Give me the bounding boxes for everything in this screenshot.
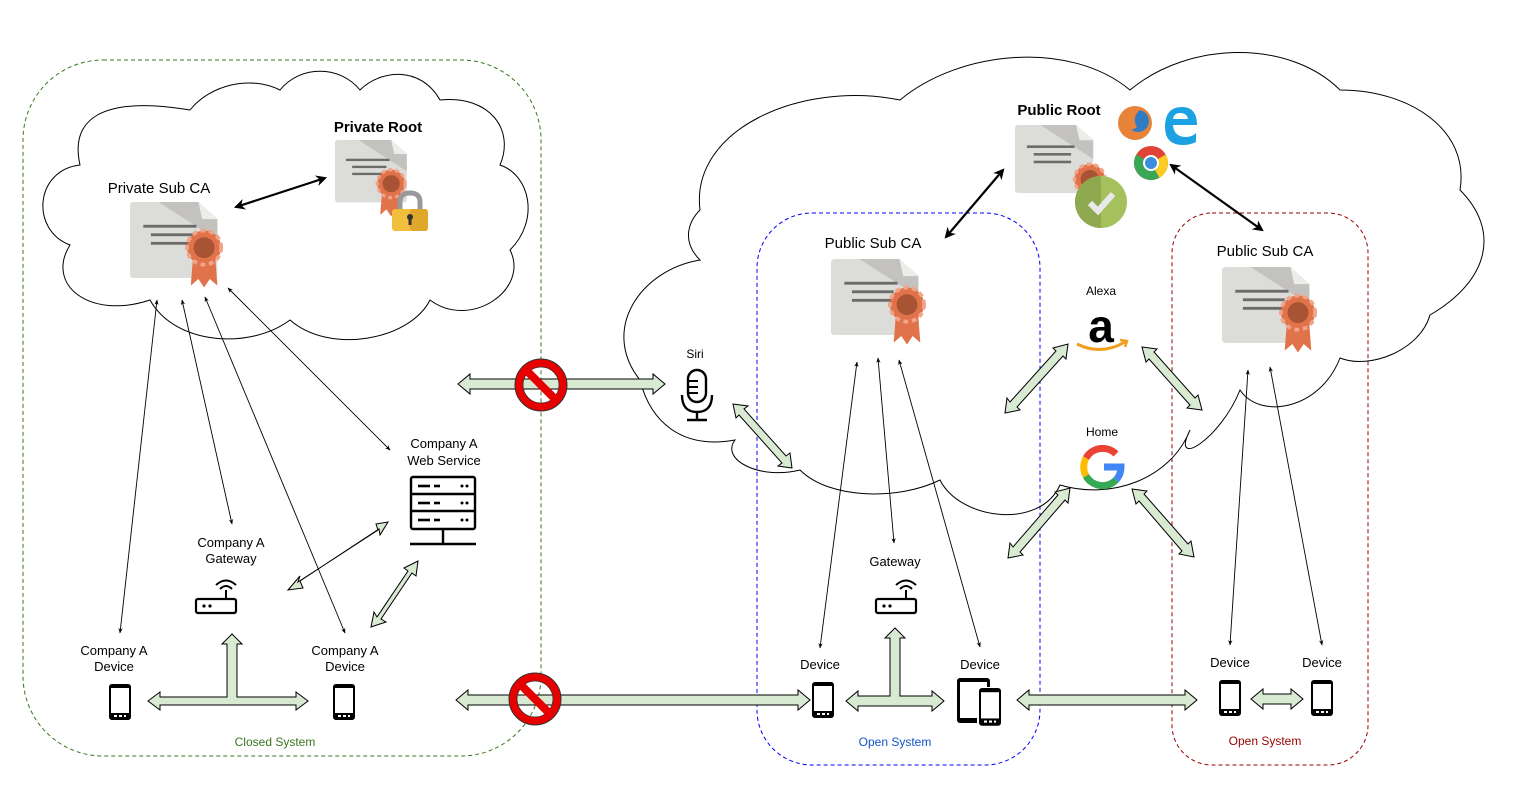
blocked-cloud-link-icon [515,359,567,411]
siri-label: Siri [686,347,703,361]
public-root-label: Public Root [1017,102,1100,119]
company-device-left-label-line1: Company A [80,643,148,658]
link-sub-ca-device-left [118,299,159,634]
right-device-right-phone-icon[interactable] [1311,680,1333,716]
private-sub-ca-certificate[interactable] [130,202,224,290]
center-device-left-phone-icon[interactable] [812,682,834,718]
google-home-icon [1080,444,1125,490]
public-root-right-sub-ca-link [1169,163,1264,232]
public-sub-ca-center-certificate[interactable] [831,259,926,347]
firefox-icon [1118,106,1152,140]
connector-right-devices [1250,687,1304,711]
padlock-icon [392,190,428,231]
company-gateway-label-line2: Gateway [205,551,257,566]
company-device-left-phone-icon[interactable] [109,684,131,720]
connector-home-right [1131,488,1195,558]
open-system-boundary-center [756,212,1041,766]
private-root-label: Private Root [334,119,422,136]
link-sub-ca-device-right [204,296,346,634]
blocked-device-link-icon [509,673,561,725]
edge-icon [1165,107,1197,145]
right-device-left-label: Device [1210,655,1250,670]
gateway-router-icon[interactable] [874,579,918,615]
public-root-center-sub-ca-link [944,168,1005,239]
connector-alexa-center [1004,343,1069,414]
connector-gateway-web-service [286,521,390,591]
web-service-label-line2: Web Service [407,453,480,468]
company-device-right-label-line1: Company A [311,643,379,658]
connector-center-devices-gateway [845,627,945,713]
public-sub-ca-center-label: Public Sub CA [825,235,922,252]
verified-check-icon [1075,176,1127,228]
closed-system-label: Closed System [235,735,316,749]
link-sub-ca-web-service [227,287,391,451]
right-device-right-label: Device [1302,655,1342,670]
connector-siri-center [732,403,793,469]
svg-text:a: a [1088,300,1114,352]
chrome-icon [1134,146,1168,180]
private-root-certificate[interactable] [335,140,407,219]
center-device-left-label: Device [800,657,840,672]
public-sub-ca-right-certificate[interactable] [1222,267,1317,355]
company-device-left-label-line2: Device [94,659,134,674]
center-device-right-tablet-phone-icon[interactable] [957,678,1002,727]
open-system-center-label: Open System [859,735,932,749]
open-system-right-label: Open System [1229,734,1302,748]
link-right-sub-ca-device-left [1228,369,1250,646]
server-icon[interactable] [409,475,477,546]
link-center-sub-ca-gateway [876,357,896,544]
alexa-label: Alexa [1086,284,1116,298]
siri-microphone-icon[interactable] [680,368,714,422]
gateway-label: Gateway [869,554,921,569]
connector-center-to-right-system [1016,688,1198,712]
public-sub-ca-right-label: Public Sub CA [1217,243,1314,260]
private-sub-ca-label: Private Sub CA [108,180,211,197]
company-gateway-router-icon[interactable] [194,579,238,615]
company-gateway-label-line1: Company A [197,535,265,550]
public-cloud [623,52,1485,516]
connector-private-devices-gateway [147,633,309,711]
web-service-label-line1: Company A [410,436,478,451]
link-sub-ca-gateway [180,299,234,525]
center-device-right-label: Device [960,657,1000,672]
amazon-alexa-icon: a [1076,300,1129,352]
private-cloud [42,70,529,341]
right-device-left-phone-icon[interactable] [1219,680,1241,716]
link-center-sub-ca-device-left [818,361,859,649]
connector-home-center [1007,487,1071,559]
company-device-right-label-line2: Device [325,659,365,674]
home-label: Home [1086,425,1118,439]
private-root-sub-ca-link [233,175,328,210]
company-device-right-phone-icon[interactable] [333,684,355,720]
connector-alexa-right [1141,346,1203,411]
link-right-sub-ca-device-right [1268,366,1324,646]
open-system-boundary-right [1171,212,1369,766]
link-center-sub-ca-device-right [898,359,981,648]
connector-device-web-service [370,560,419,628]
